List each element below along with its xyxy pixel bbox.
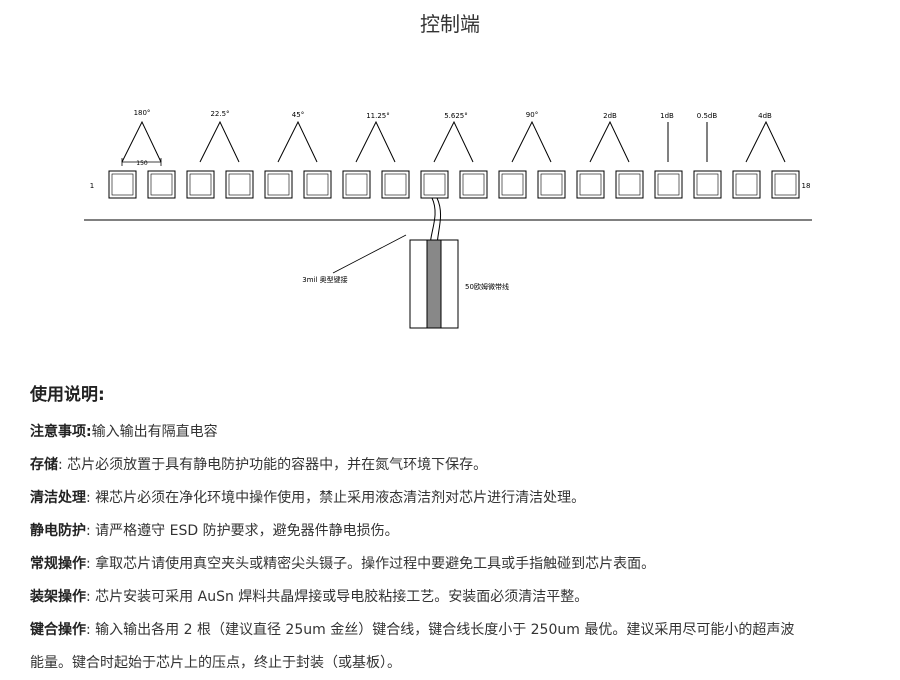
chip-pad-diagram: 180° 22.5° 45° 11.25° 5.625° 90° 2dB 1dB…	[84, 109, 812, 329]
dimension-label: 150	[136, 160, 148, 167]
pad	[186, 170, 215, 199]
handling-item: 常规操作: 拿取芯片请使用真空夹头或精密尖头镊子。操作过程中要避免工具或手指触碰…	[30, 556, 656, 572]
pad	[108, 170, 137, 199]
pair-connector	[355, 120, 396, 163]
pair-connector	[511, 120, 552, 163]
pad	[732, 170, 761, 199]
cleaning-item: 清洁处理: 裸芯片必须在净化环境中操作使用，禁止采用液态清洁剂对芯片进行清洁处理…	[30, 490, 586, 506]
pad	[342, 170, 371, 199]
label-11-25: 11.25°	[366, 112, 390, 120]
label-1db: 1dB	[660, 112, 674, 120]
pad	[225, 170, 254, 199]
pair-connector	[433, 120, 474, 163]
label-180: 180°	[134, 109, 151, 117]
pad	[498, 170, 527, 199]
pad-row	[108, 170, 800, 199]
pad	[693, 170, 722, 199]
pad	[459, 170, 488, 199]
pad	[615, 170, 644, 199]
pad	[147, 170, 176, 199]
instructions-heading: 使用说明:	[30, 385, 105, 405]
pad	[771, 170, 800, 199]
pad	[654, 170, 683, 199]
pad	[381, 170, 410, 199]
leader-line	[332, 234, 407, 274]
label-22-5: 22.5°	[210, 110, 229, 118]
usage-instructions: 使用说明: 注意事项:输入输出有隔直电容 存储: 芯片必须放置于具有静电防护功能…	[30, 382, 880, 680]
mounting-item: 装架操作: 芯片安装可采用 AuSn 焊料共晶焊接或导电胶粘接工艺。安装面必须清…	[30, 589, 589, 605]
pad	[264, 170, 293, 199]
bondwire-label: 3mil 奥型键接	[302, 275, 347, 284]
label-90: 90°	[526, 111, 538, 119]
pad-left-label: 1	[90, 182, 94, 190]
pad	[576, 170, 605, 199]
label-45: 45°	[292, 111, 304, 119]
bonding-item-continued: 能量。键合时起始于芯片上的压点，终止于封装（或基板）。	[30, 655, 401, 671]
pair-connector	[745, 120, 786, 163]
pair-connector	[199, 120, 240, 163]
note-item: 注意事项:输入输出有隔直电容	[30, 424, 218, 440]
pad	[303, 170, 332, 199]
pad	[420, 170, 449, 199]
page-title: 控制端	[420, 12, 480, 36]
label-2db: 2dB	[603, 112, 617, 120]
bonding-item: 键合操作: 输入输出各用 2 根（建议直径 25um 金丝）键合线，键合线长度小…	[30, 622, 795, 638]
label-4db: 4dB	[758, 112, 772, 120]
esd-item: 静电防护: 请严格遵守 ESD 防护要求，避免器件静电损伤。	[30, 523, 399, 539]
pair-connector	[277, 120, 318, 163]
pad-right-label: 18	[802, 182, 811, 190]
pad	[537, 170, 566, 199]
microstrip-label: 50欧姆微带线	[465, 282, 509, 291]
microstrip-line	[426, 239, 442, 329]
storage-item: 存储: 芯片必须放置于具有静电防护功能的容器中，并在氮气环境下保存。	[30, 457, 488, 473]
label-0-5db: 0.5dB	[697, 112, 718, 120]
pair-connector	[121, 120, 162, 163]
pair-connector	[589, 120, 630, 163]
label-5-625: 5.625°	[444, 112, 468, 120]
